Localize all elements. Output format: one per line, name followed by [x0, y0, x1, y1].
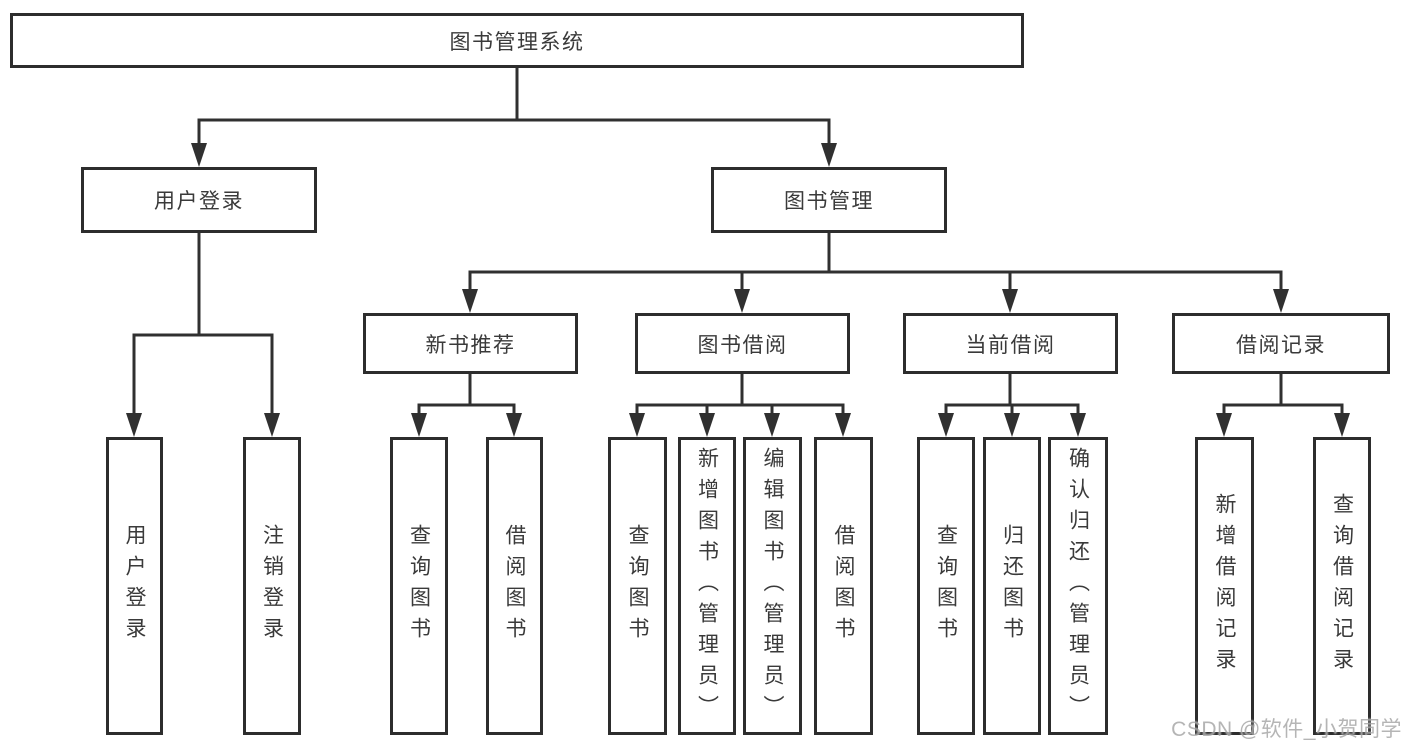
arrowhead-icon [126, 413, 142, 437]
node-book-borrow: 图书借阅 [635, 313, 850, 374]
node-label-book-borrow: 图书借阅 [697, 333, 788, 357]
arrowhead-icon [1070, 413, 1086, 437]
arrowhead-icon [1004, 413, 1020, 437]
node-current-borrow: 当前借阅 [903, 313, 1118, 374]
arrowhead-icon [764, 413, 780, 437]
arrowhead-icon [1216, 413, 1232, 437]
node-label-leaf-borrow-book-1: 借阅图书 [503, 524, 526, 648]
connector-book-borrow [629, 374, 851, 437]
node-label-leaf-confirm-return: 确认归还（管理员） [1066, 446, 1090, 726]
node-label-current-borrow: 当前借阅 [965, 333, 1056, 357]
node-leaf-confirm-return: 确认归还（管理员） [1048, 437, 1108, 735]
node-new-book-rec: 新书推荐 [363, 313, 578, 374]
arrowhead-icon [1334, 413, 1350, 437]
node-label-leaf-edit-book: 编辑图书（管理员） [761, 446, 784, 726]
node-label-leaf-add-record: 新增借阅记录 [1213, 493, 1236, 679]
node-leaf-add-record: 新增借阅记录 [1195, 437, 1254, 735]
node-leaf-add-book: 新增图书（管理员） [678, 437, 736, 735]
node-leaf-logout: 注销登录 [243, 437, 301, 735]
node-leaf-query-record: 查询借阅记录 [1313, 437, 1371, 735]
node-label-book-mgmt: 图书管理 [784, 190, 874, 213]
arrowhead-icon [734, 289, 750, 313]
arrowhead-icon [191, 143, 207, 167]
node-leaf-borrow-book-1: 借阅图书 [486, 437, 543, 735]
connector-user-login [126, 233, 280, 437]
node-label-leaf-query-book-1: 查询图书 [407, 524, 431, 648]
node-label-new-book-rec: 新书推荐 [425, 333, 516, 357]
node-label-user-login: 用户登录 [154, 190, 244, 213]
arrowhead-icon [938, 413, 954, 437]
arrowhead-icon [835, 413, 851, 437]
connector-root [191, 68, 837, 167]
node-label-root: 图书管理系统 [449, 30, 585, 54]
node-label-borrow-record: 借阅记录 [1236, 333, 1326, 357]
arrowhead-icon [821, 143, 837, 167]
node-user-login: 用户登录 [81, 167, 317, 233]
connector-borrow-record [1216, 374, 1350, 437]
arrowhead-icon [699, 413, 715, 437]
connector-book-mgmt [462, 233, 1289, 313]
node-book-mgmt: 图书管理 [711, 167, 947, 233]
arrowhead-icon [629, 413, 645, 437]
arrowhead-icon [506, 413, 522, 437]
watermark: CSDN @软件_小贺同学 [1171, 718, 1402, 741]
arrowhead-icon [462, 289, 478, 313]
node-label-leaf-logout: 注销登录 [260, 524, 284, 648]
connector-new-book-rec [411, 374, 522, 437]
node-leaf-query-book-2: 查询图书 [608, 437, 667, 735]
node-root: 图书管理系统 [10, 13, 1024, 68]
node-leaf-query-book-3: 查询图书 [917, 437, 975, 735]
node-label-leaf-query-book-3: 查询图书 [934, 524, 958, 648]
node-label-leaf-return-book: 归还图书 [1000, 524, 1024, 648]
node-leaf-borrow-book-2: 借阅图书 [814, 437, 873, 735]
node-label-leaf-user-login: 用户登录 [123, 524, 146, 648]
node-leaf-query-book-1: 查询图书 [390, 437, 448, 735]
node-label-leaf-borrow-book-2: 借阅图书 [832, 524, 855, 648]
node-label-leaf-query-book-2: 查询图书 [626, 524, 649, 648]
node-leaf-user-login: 用户登录 [106, 437, 163, 735]
node-label-leaf-add-book: 新增图书（管理员） [695, 446, 719, 726]
arrowhead-icon [1273, 289, 1289, 313]
arrowhead-icon [264, 413, 280, 437]
node-borrow-record: 借阅记录 [1172, 313, 1390, 374]
connector-current-borrow [938, 374, 1086, 437]
node-leaf-edit-book: 编辑图书（管理员） [743, 437, 802, 735]
node-leaf-return-book: 归还图书 [983, 437, 1041, 735]
arrowhead-icon [1002, 289, 1018, 313]
arrowhead-icon [411, 413, 427, 437]
node-label-leaf-query-record: 查询借阅记录 [1330, 493, 1354, 679]
